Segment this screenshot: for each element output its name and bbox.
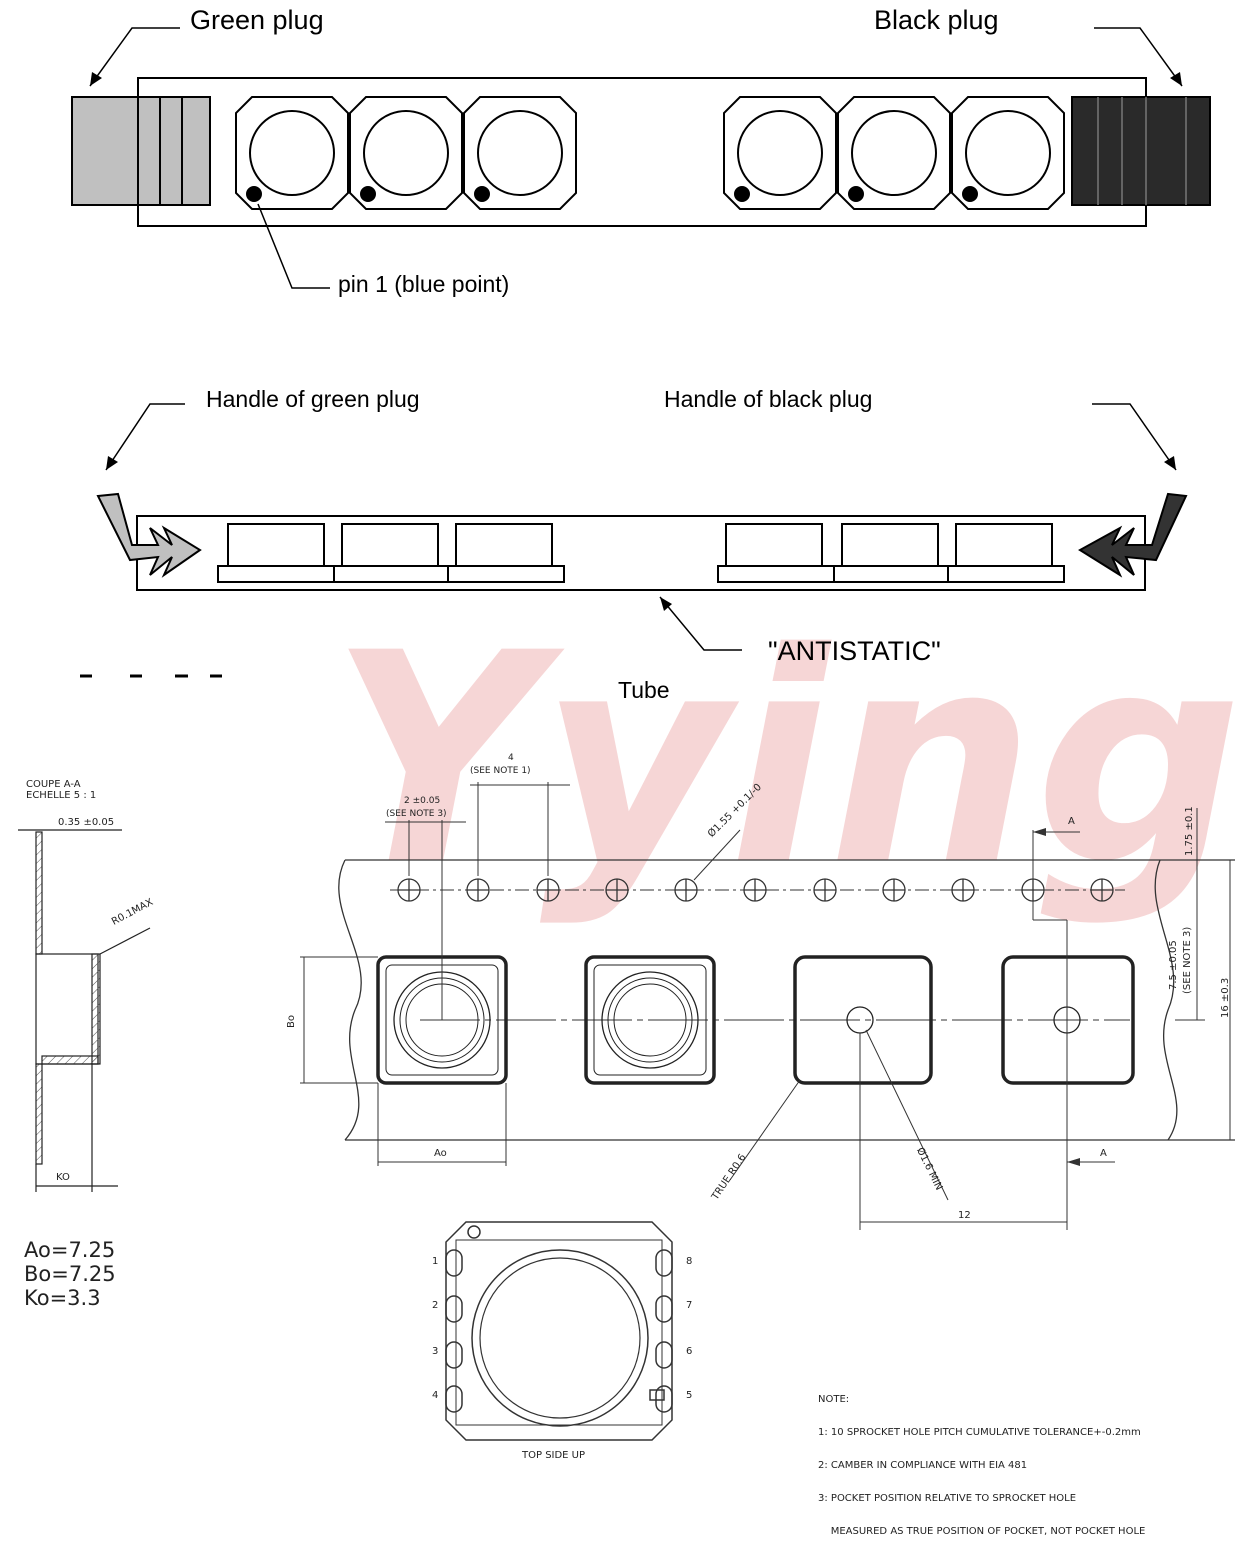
tube-component <box>235 96 349 210</box>
watermark: Yying <box>330 592 1235 929</box>
section-a-top: A <box>1068 816 1075 827</box>
handle-black-label: Handle of black plug <box>664 386 873 412</box>
tape-pockets <box>376 955 1135 1085</box>
bo-value: Bo=7.25 <box>24 1262 116 1286</box>
component-top-view <box>445 1221 673 1441</box>
dim-175: 1.75 ±0.1 <box>1184 806 1195 856</box>
pin-label: 5 <box>686 1390 693 1401</box>
top-side-up-caption: TOP SIDE UP <box>522 1450 586 1461</box>
ao-dim-label: Ao <box>434 1148 447 1159</box>
green-plug-label: Green plug <box>190 5 324 35</box>
tube-component <box>349 96 463 210</box>
pin-label: 7 <box>686 1300 693 1311</box>
tape-dimensions <box>300 782 1235 1230</box>
tube-component <box>951 96 1065 210</box>
pin-label: 8 <box>686 1256 693 1267</box>
section-title: COUPE A-A ECHELLE 5 : 1 <box>26 779 96 801</box>
pin-label: 2 <box>432 1300 439 1311</box>
tube-side-view <box>80 403 1188 678</box>
see-note-1: (SEE NOTE 1) <box>470 766 531 776</box>
ao-value: Ao=7.25 <box>24 1238 116 1262</box>
sprocket-holes <box>397 878 1114 902</box>
pin-label: 1 <box>432 1256 439 1267</box>
notes-title: NOTE: <box>818 1394 850 1405</box>
tube-component <box>723 96 837 210</box>
handle-green-label: Handle of green plug <box>206 386 420 412</box>
black-plug-label: Black plug <box>874 5 999 35</box>
note-line: 1: 10 SPROCKET HOLE PITCH CUMULATIVE TOL… <box>818 1427 1141 1438</box>
ko-dim-label: KO <box>56 1172 70 1183</box>
tube-component <box>837 96 951 210</box>
section-title-line2: ECHELLE 5 : 1 <box>26 790 97 801</box>
section-a-a <box>18 829 151 1192</box>
pin1-label: pin 1 (blue point) <box>338 271 510 297</box>
pin-label: 3 <box>432 1346 439 1357</box>
tube-top-view <box>71 27 1211 289</box>
carrier-tape <box>338 859 1235 1141</box>
tube-component <box>463 96 577 210</box>
dimension-values: Ao=7.25 Bo=7.25 Ko=3.3 <box>24 1238 116 1310</box>
green-handle <box>96 492 202 578</box>
section-arrows <box>1033 828 1080 1166</box>
section-a-bottom: A <box>1100 1148 1107 1159</box>
dim-75: 7.5 ±0.05 <box>1168 940 1179 990</box>
note-line: MEASURED AS TRUE POSITION OF POCKET, NOT… <box>818 1526 1146 1537</box>
pitch-12-dim: 12 <box>958 1210 971 1221</box>
section-title-line1: COUPE A-A <box>26 779 81 790</box>
thickness-dim: 0.35 ±0.05 <box>58 817 115 828</box>
black-plug <box>1071 96 1211 206</box>
drawing-canvas: Yying <box>18 27 1235 1441</box>
pin-label: 4 <box>432 1390 439 1401</box>
see-note-3b: (SEE NOTE 3) <box>1182 926 1193 994</box>
black-handle <box>1078 492 1188 578</box>
see-note-3: (SEE NOTE 3) <box>386 809 447 819</box>
pitch-4-dim: 4 <box>508 753 514 763</box>
antistatic-label: "ANTISTATIC" <box>768 636 941 666</box>
ko-value: Ko=3.3 <box>24 1286 101 1310</box>
pin-label: 6 <box>686 1346 693 1357</box>
bo-dim-label: Bo <box>286 1015 297 1028</box>
dim-16: 16 ±0.3 <box>1220 977 1231 1018</box>
pitch-2-dim: 2 ±0.05 <box>404 796 441 806</box>
tube-label: Tube <box>618 677 670 703</box>
notes-block: NOTE: 1: 10 SPROCKET HOLE PITCH CUMULATI… <box>818 1372 1233 1548</box>
green-plug <box>71 96 211 206</box>
note-line: 3: POCKET POSITION RELATIVE TO SPROCKET … <box>818 1493 1077 1504</box>
